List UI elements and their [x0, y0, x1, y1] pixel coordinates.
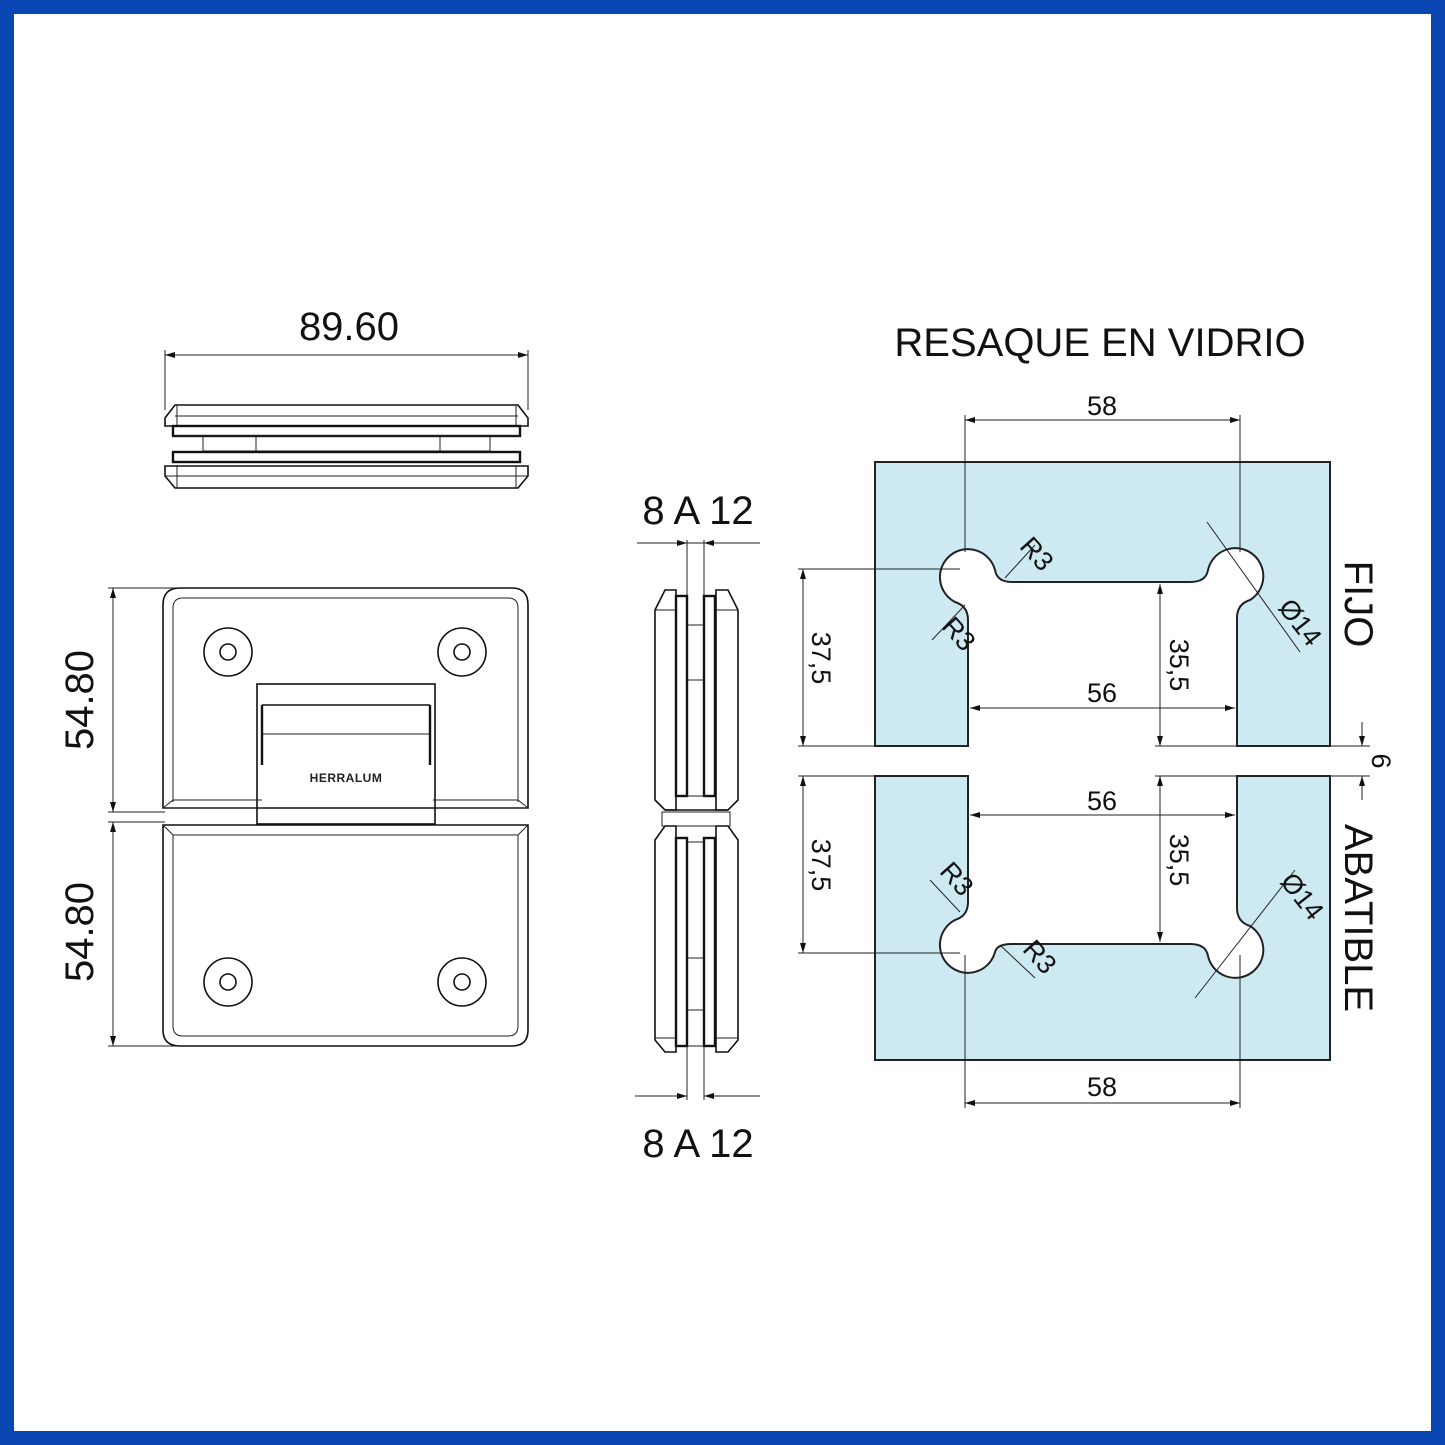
glass-thickness-top-label: 8 A 12: [642, 489, 753, 533]
gap-dimension: 6: [1330, 722, 1396, 800]
swing-panel: 56 37,5 35,5 58 R3 R3 Ø14 ABATIBLE: [798, 775, 1380, 1108]
hinge-front-view: 54.80 54.80 HERRALUM: [58, 587, 529, 1047]
screw-icon: [437, 957, 487, 1007]
swing-inner-width-label: 56: [1087, 786, 1117, 816]
screw-icon: [437, 627, 487, 677]
swing-outer-width-label: 58: [1087, 1072, 1117, 1102]
brand-mark: HERRALUM: [310, 771, 383, 785]
glass-thickness-bottom-label: 8 A 12: [642, 1122, 753, 1166]
screw-icon: [203, 627, 253, 677]
hinge-top-view: 89.60: [164, 305, 529, 489]
width-dimension-label: 89.60: [299, 305, 399, 349]
screw-icon: [203, 957, 253, 1007]
fixed-inner-height-label: 35,5: [1164, 639, 1194, 692]
fixed-panel: 58 56 37,5 35,5 R3 R3 Ø14 FIJO: [798, 391, 1380, 747]
swing-inner-height-label: 35,5: [1164, 834, 1194, 887]
fixed-center-height-label: 37,5: [806, 632, 836, 685]
fixed-inner-width-label: 56: [1087, 678, 1117, 708]
fixed-panel-label: FIJO: [1336, 561, 1380, 648]
swing-center-height-label: 37,5: [806, 839, 836, 892]
lower-height-dimension-label: 54.80: [58, 882, 102, 982]
swing-panel-label: ABATIBLE: [1336, 824, 1380, 1012]
glass-cutout-diagram: RESAQUE EN VIDRIO 58 56 37,5 35,5 R3: [798, 321, 1396, 1108]
cutout-title: RESAQUE EN VIDRIO: [894, 321, 1305, 365]
fixed-outer-width-label: 58: [1087, 391, 1117, 421]
hinge-side-view: 8 A 12 8 A 12: [635, 489, 760, 1166]
gap-dimension-label: 6: [1366, 753, 1396, 768]
upper-height-dimension-label: 54.80: [58, 650, 102, 750]
